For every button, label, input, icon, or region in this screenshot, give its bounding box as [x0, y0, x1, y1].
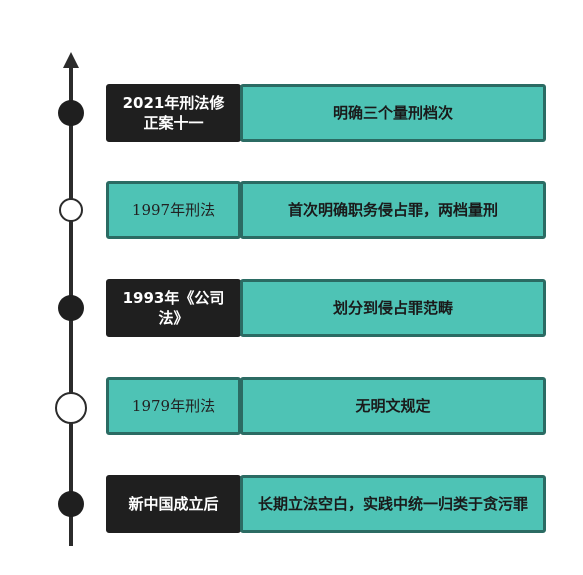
timeline-marker-filled: [58, 295, 84, 321]
timeline-marker-filled: [58, 100, 84, 126]
timeline-label: 1997年刑法: [106, 181, 241, 239]
timeline-label: 2021年刑法修正案十一: [106, 84, 241, 142]
timeline-marker-filled: [58, 491, 84, 517]
timeline-marker-hollow: [59, 198, 83, 222]
timeline-description: 首次明确职务侵占罪，两档量刑: [240, 181, 546, 239]
timeline-label: 1993年《公司法》: [106, 279, 241, 337]
timeline-label: 新中国成立后: [106, 475, 241, 533]
timeline-description: 长期立法空白，实践中统一归类于贪污罪: [240, 475, 546, 533]
arrow-up-icon: [63, 52, 79, 68]
timeline-description: 划分到侵占罪范畴: [240, 279, 546, 337]
timeline-description: 明确三个量刑档次: [240, 84, 546, 142]
timeline-description: 无明文规定: [240, 377, 546, 435]
timeline-marker-hollow: [55, 392, 87, 424]
timeline-label: 1979年刑法: [106, 377, 241, 435]
